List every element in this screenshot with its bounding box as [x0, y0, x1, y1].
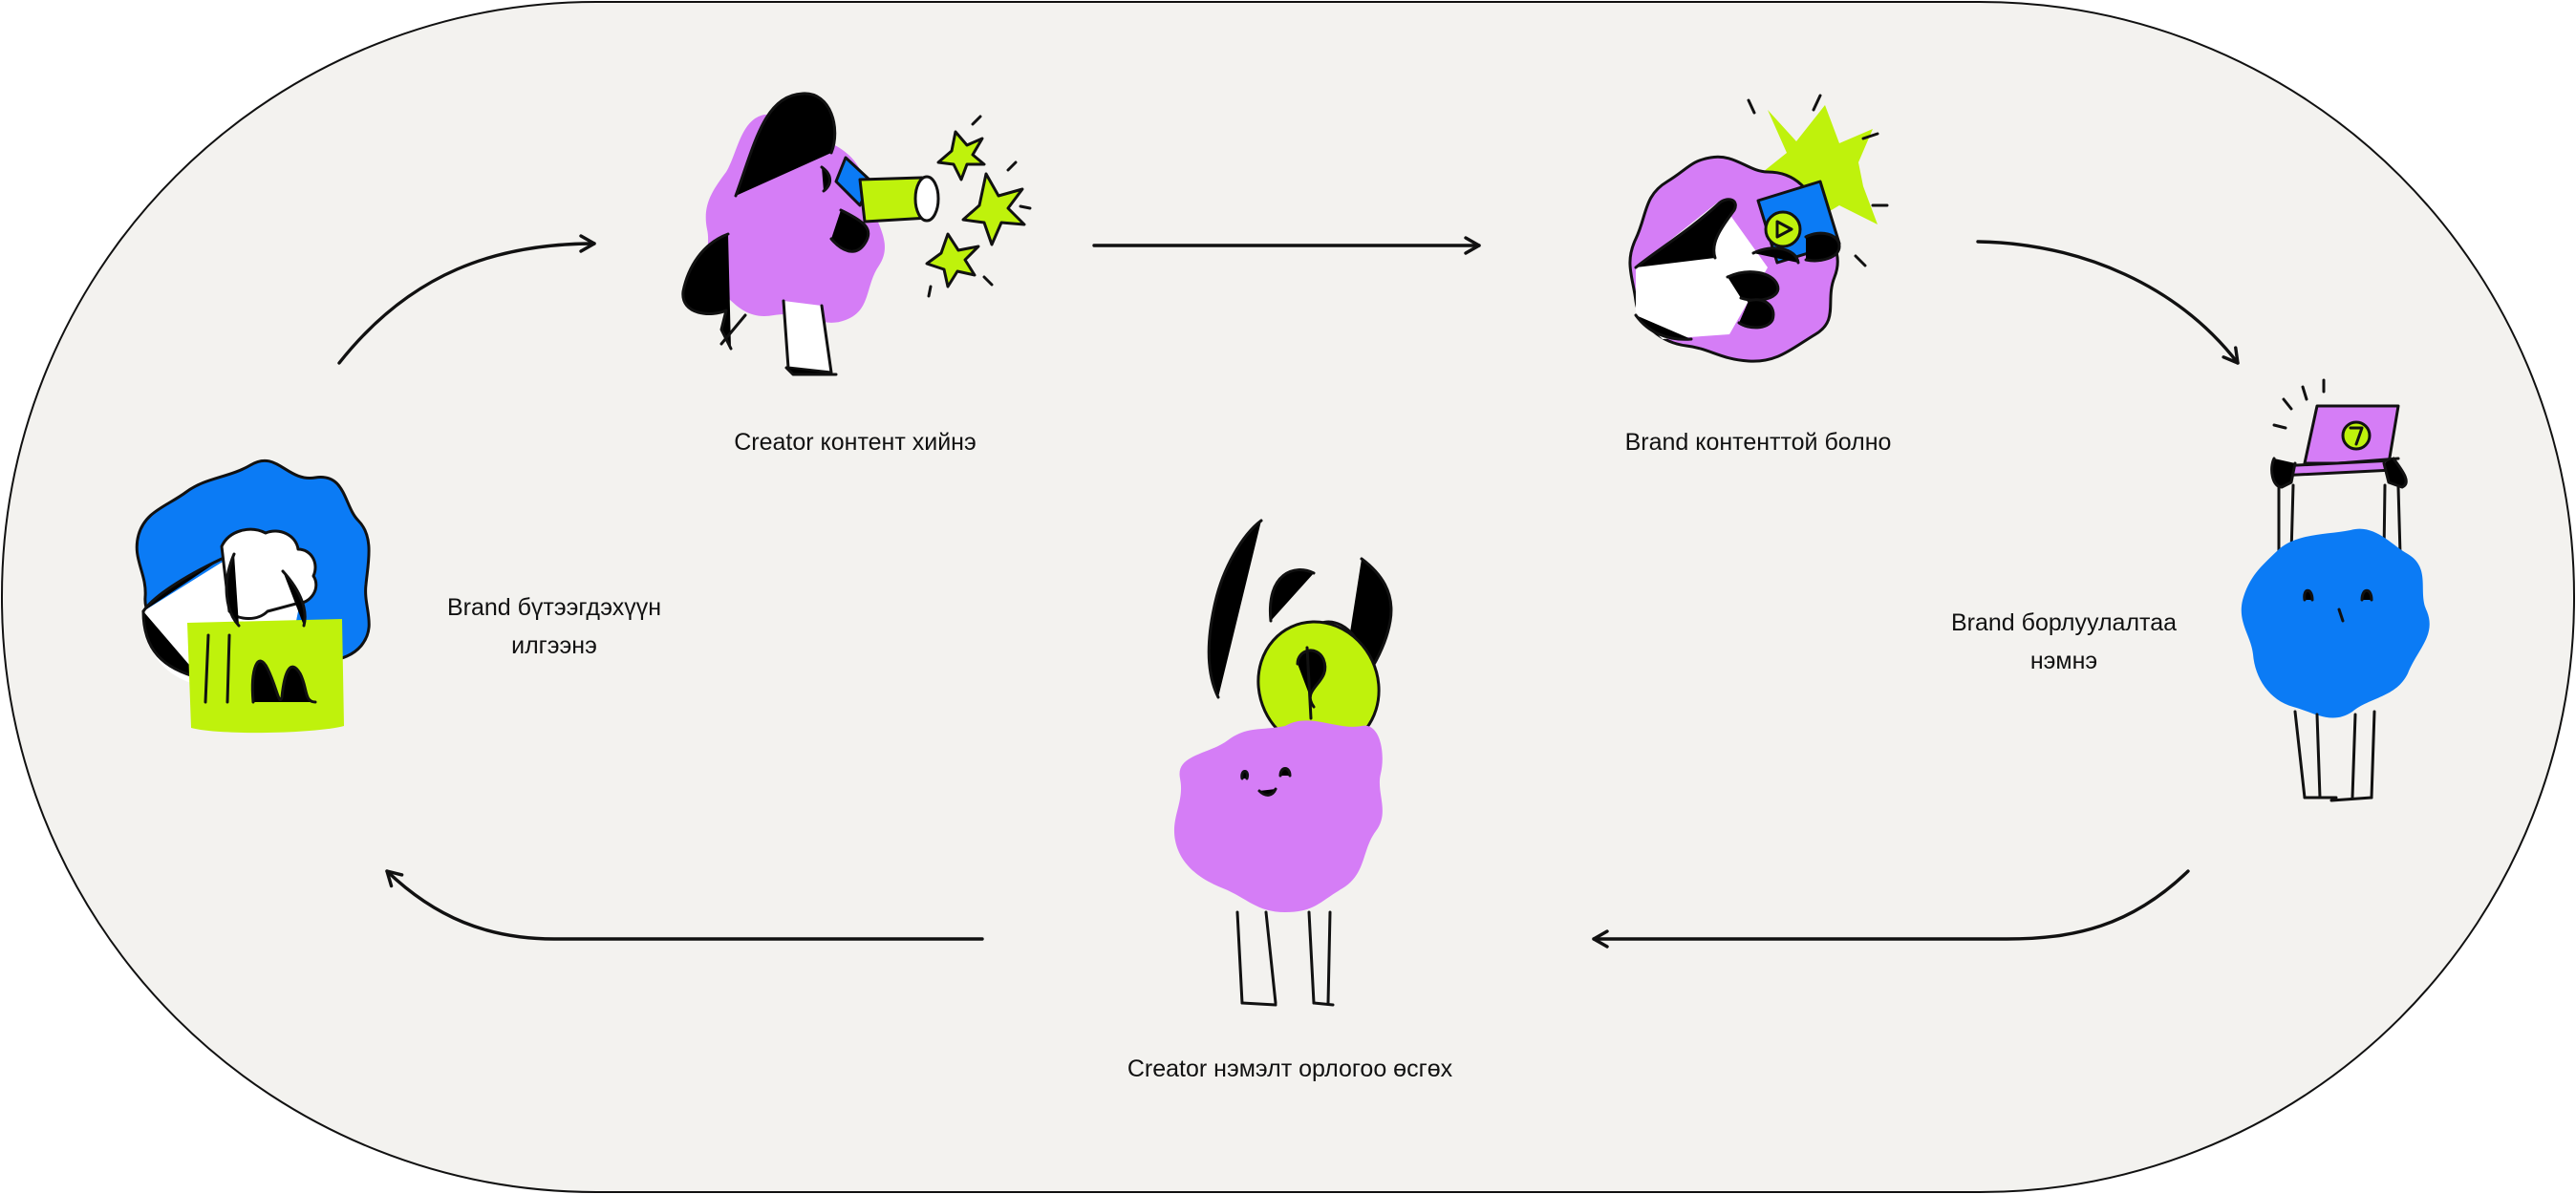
arrow-brand-to-sales [1976, 240, 2240, 365]
step-label-line: Creator нэмэлт орлогоо өсгөх [1127, 1055, 1453, 1082]
step-label-line: Brand борлуулалтаа [1950, 609, 2178, 636]
arrow-send-to-create [337, 234, 596, 365]
arrow-income-to-send [385, 869, 984, 941]
arrow-sales-to-income [1592, 869, 2190, 949]
step-label-add-sales: Brand борлуулалтаа нэмнэ [1921, 604, 2207, 680]
shopping-bag-icon [135, 458, 371, 734]
coin-icon [1173, 519, 1393, 1007]
step-label-line: Brand бүтээгдэхүүн [446, 594, 662, 621]
step-label-line: илгээнэ [511, 632, 597, 659]
step-label-send-product: Brand бүтээгдэхүүн илгээнэ [401, 588, 707, 665]
flow-arrows [337, 234, 2240, 949]
laptop-icon [2241, 378, 2430, 802]
camera-icon [681, 92, 1032, 376]
step-label-line: нэмнэ [2029, 648, 2098, 674]
step-label-make-content: Creator контент хийнэ [669, 423, 1041, 461]
step-label-get-content: Brand контенттой болно [1567, 423, 1949, 461]
phone-icon [1628, 94, 1889, 363]
step-label-grow-income: Creator нэмэлт орлогоо өсгөх [1061, 1050, 1519, 1088]
step-label-line: Creator контент хийнэ [734, 429, 977, 456]
step-label-line: Brand контенттой болно [1624, 429, 1892, 456]
